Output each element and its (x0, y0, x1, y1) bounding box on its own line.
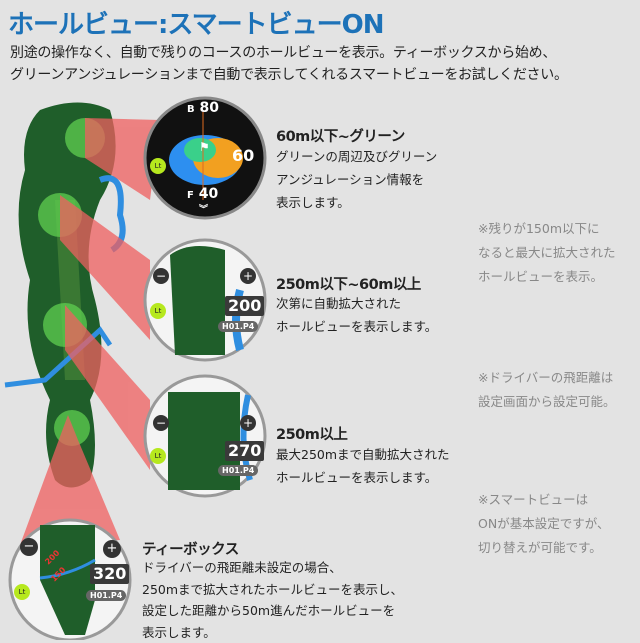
chevron-down-icon[interactable]: ︾ (199, 205, 209, 215)
stage-body: 次第に自動拡大されたホールビューを表示します。 (276, 296, 438, 334)
minus-icon[interactable]: − (153, 268, 169, 284)
stage-heading: 60m以下~グリーン (276, 129, 405, 145)
hole-badge: H01.P4 (218, 465, 259, 476)
hole-badge: H01.P4 (86, 590, 127, 601)
stage-heading: ティーボックス (142, 542, 239, 558)
distance-readout: 200 (225, 296, 265, 316)
stage-body: グリーンの周辺及びグリーンアンジュレーション情報を表示します。 (276, 149, 438, 210)
hole-badge: H01.P4 (218, 321, 259, 332)
distance-readout: 270 (225, 441, 265, 461)
page-title: ホールビュー:スマートビューON (8, 10, 384, 40)
watch-fairway-views (8, 238, 267, 640)
minus-icon[interactable]: − (20, 538, 38, 556)
plus-icon[interactable]: + (103, 540, 121, 558)
stage-body: 最大250mまで自動拡大されたホールビューを表示します。 (276, 447, 450, 485)
note: ※ドライバーの飛距離は設定画面から設定可能。 (478, 370, 616, 409)
lt-icon[interactable]: Lt (14, 584, 30, 600)
lt-icon[interactable]: Lt (150, 158, 166, 174)
note: ※残りが150m以下になると最大に拡大されたホールビューを表示。 (478, 221, 616, 284)
stage-heading: 250m以下~60m以上 (276, 277, 421, 293)
lt-icon[interactable]: Lt (150, 448, 166, 464)
lt-icon[interactable]: Lt (150, 303, 166, 319)
stage-body: ドライバーの飛距離未設定の場合、250mまで拡大されたホールビューを表示し、設定… (142, 560, 404, 640)
plus-icon[interactable]: + (240, 268, 256, 284)
plus-icon[interactable]: + (240, 415, 256, 431)
minus-icon[interactable]: − (153, 415, 169, 431)
distance-readout: 320 (90, 564, 130, 584)
center-distance: 60 (232, 146, 255, 165)
back-distance: B 80 (187, 100, 219, 116)
view-beams (20, 118, 160, 545)
front-distance: F 40 (187, 186, 219, 202)
flag-icon: ⚑ (199, 140, 210, 154)
intro-line: 別途の操作なく、自動で残りのコースのホールビューを表示。ティーボックスから始め、 (10, 45, 557, 61)
intro-line: グリーンアンジュレーションまで自動で表示してくれるスマートビューをお試しください… (10, 67, 568, 83)
stage-heading: 250m以上 (276, 427, 348, 443)
